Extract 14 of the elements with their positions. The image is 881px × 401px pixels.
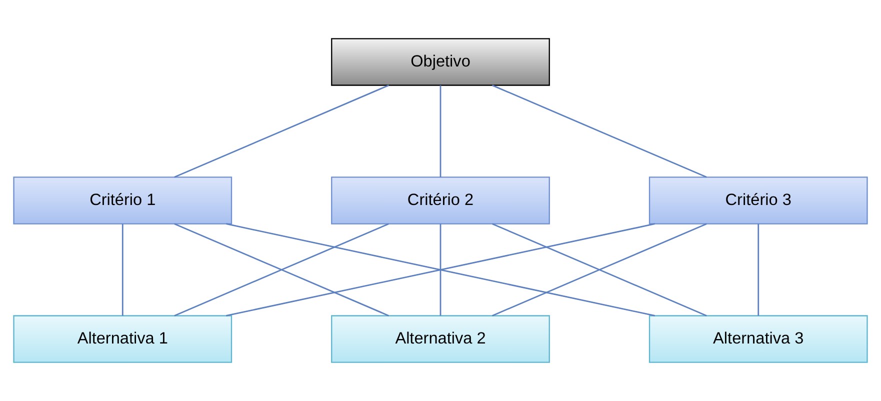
connector (174, 84, 389, 178)
node-box: Alternativa 3 (648, 315, 868, 363)
node-box: Critério 3 (648, 176, 868, 224)
connector (440, 224, 442, 316)
connector (122, 224, 124, 316)
node-box: Critério 2 (331, 176, 550, 224)
node-box: Objetivo (331, 38, 550, 86)
node-box: Alternativa 2 (331, 315, 550, 363)
connector (440, 85, 442, 178)
node-box: Alternativa 1 (13, 315, 232, 363)
connector (226, 223, 655, 316)
connector (758, 224, 760, 316)
node-box: Critério 1 (13, 176, 232, 224)
connector (492, 84, 707, 178)
